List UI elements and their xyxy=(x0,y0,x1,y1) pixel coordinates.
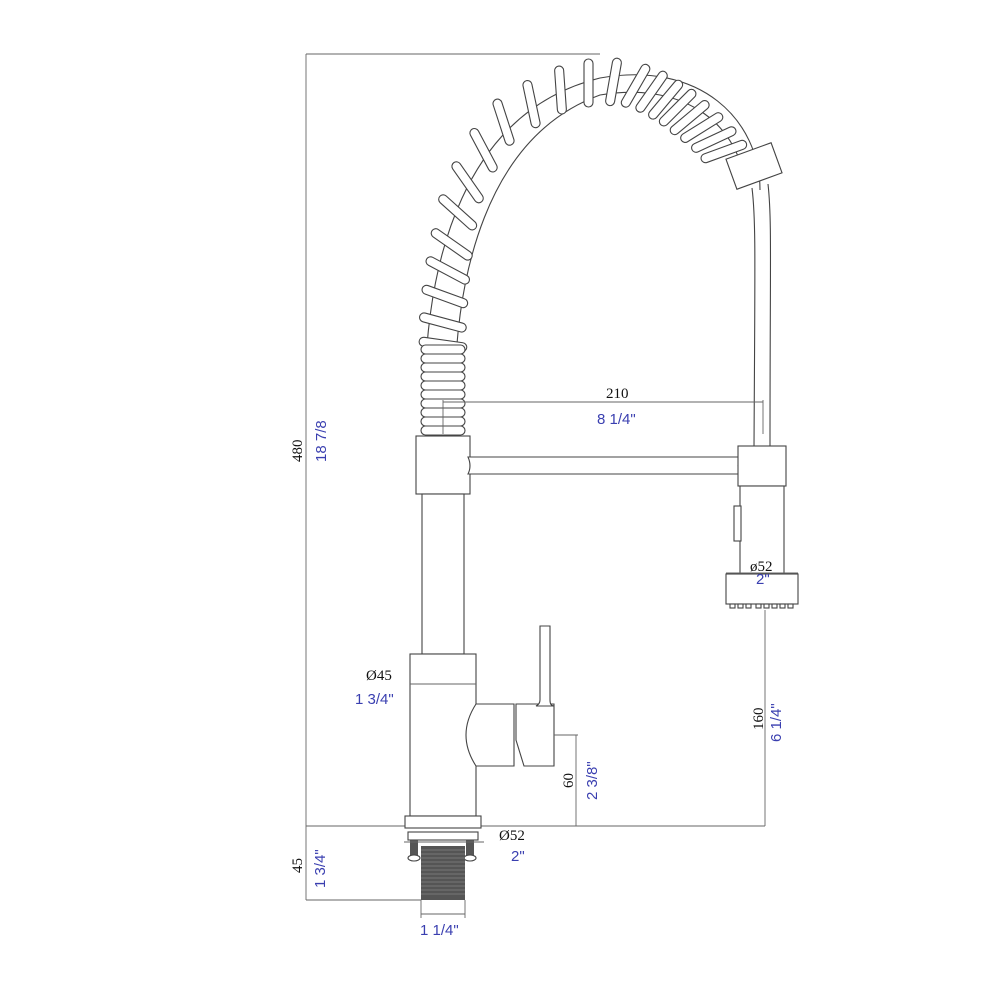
spray-hose xyxy=(751,183,772,449)
spout-arm xyxy=(467,456,741,475)
spray-dia-mm: ø52 xyxy=(750,559,773,575)
spray-button xyxy=(733,505,742,542)
spray-height-inch: 6 1/4" xyxy=(768,703,785,742)
dimension-labels: 480 18 7/8 210 8 1/4" ø52 2" Ø45 1 3/4" … xyxy=(290,386,785,939)
upper-collar xyxy=(415,435,471,495)
reach-inch: 8 1/4" xyxy=(597,411,636,428)
base-plate xyxy=(404,815,482,829)
total-height-inch: 18 7/8 xyxy=(313,420,330,462)
base-dia-mm: Ø52 xyxy=(499,828,525,844)
dimension-lines xyxy=(305,400,798,918)
handle-lever-base xyxy=(515,703,555,767)
spray-nozzles xyxy=(729,603,794,609)
shank-length-mm: 45 xyxy=(290,858,306,873)
total-height-dimension xyxy=(305,53,765,827)
handle-height-inch: 2 3/8" xyxy=(584,761,601,800)
spray-dia-inch: 2" xyxy=(756,571,770,588)
spray-face xyxy=(725,573,799,605)
main-pipe xyxy=(421,493,465,655)
body-dia-mm: Ø45 xyxy=(366,668,392,684)
mounting-bolts xyxy=(407,840,477,862)
threaded-shank xyxy=(421,846,465,900)
valve-body xyxy=(409,653,477,817)
shank-dia-inch: 1 1/4" xyxy=(420,922,459,939)
shank-length-inch: 1 3/4" xyxy=(312,849,329,888)
body-dia-inch: 1 3/4" xyxy=(355,691,394,708)
total-height-mm: 480 xyxy=(290,440,306,463)
base-dia-inch: 2" xyxy=(511,848,525,865)
handle-hub xyxy=(465,703,515,767)
spray-head-body xyxy=(739,485,785,575)
hose-collar xyxy=(725,142,783,190)
handle-lever xyxy=(535,625,555,707)
handle-height-mm: 60 xyxy=(561,773,577,788)
reach-mm: 210 xyxy=(606,386,629,402)
base-gasket xyxy=(407,831,479,841)
spray-holder xyxy=(737,445,787,487)
spring-coil xyxy=(418,57,761,436)
spray-height-mm: 160 xyxy=(751,708,767,731)
